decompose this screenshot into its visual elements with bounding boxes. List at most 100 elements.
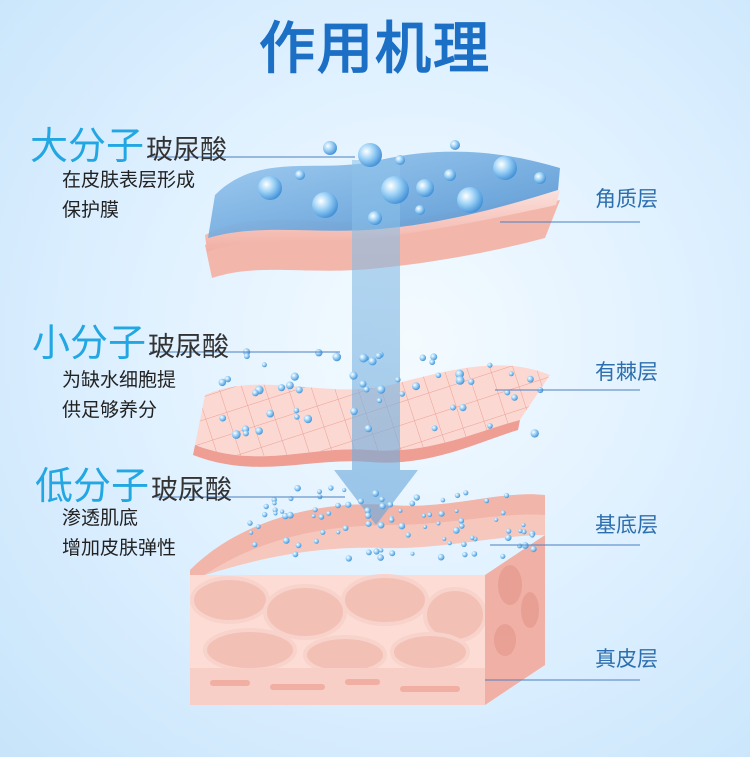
- molecule-dot: [530, 429, 539, 438]
- molecule-dot: [470, 535, 475, 541]
- molecule-name-label: 玻尿酸: [148, 332, 230, 363]
- molecule-dot: [219, 414, 227, 422]
- large-molecules: [258, 140, 546, 225]
- molecule-dot: [345, 501, 352, 508]
- molecule-dot: [247, 520, 253, 526]
- molecule-dot: [405, 532, 411, 538]
- molecule-dot: [286, 511, 294, 519]
- heading-large-molecule: 大分子玻尿酸: [30, 115, 227, 170]
- molecule-dot: [454, 492, 461, 499]
- molecule-dot: [365, 520, 372, 527]
- molecule-dot: [504, 492, 510, 499]
- molecule-dot: [398, 522, 406, 530]
- molecule-dot: [294, 484, 301, 492]
- desc-line: 渗透肌底: [62, 507, 139, 529]
- molecule-dot: [255, 524, 261, 530]
- molecule-dot: [311, 514, 316, 519]
- molecule-dot: [317, 489, 322, 495]
- molecule-dot: [318, 514, 325, 520]
- molecule-dot: [372, 489, 379, 497]
- molecule-dot: [295, 386, 303, 394]
- page-title: 作用机理: [259, 17, 491, 82]
- molecule-dot: [249, 530, 254, 535]
- molecule-dot: [487, 362, 493, 368]
- molecule-dot: [429, 359, 436, 366]
- molecule-dot: [447, 541, 452, 546]
- molecule-dot: [283, 537, 290, 544]
- molecule-dot: [517, 543, 523, 549]
- molecule-dot: [530, 533, 535, 538]
- molecule-dot: [312, 507, 318, 513]
- molecule-dot: [261, 362, 267, 368]
- molecule-dot: [364, 424, 372, 433]
- molecule-dot: [436, 521, 441, 526]
- label-dermis: 真皮层: [595, 647, 658, 671]
- molecule-dot: [379, 496, 385, 502]
- molecule-dot: [252, 389, 259, 397]
- molecule-dot: [504, 534, 512, 541]
- molecule-dot: [294, 414, 300, 420]
- molecule-dot: [521, 522, 526, 528]
- molecule-dot: [459, 404, 467, 412]
- heading-low-molecule: 低分子玻尿酸: [35, 455, 232, 510]
- molecule-dot: [435, 372, 442, 379]
- molecule-dot: [494, 517, 499, 522]
- molecule-dot: [375, 352, 382, 359]
- molecule-dot: [484, 498, 490, 504]
- molecule-dot: [518, 528, 523, 534]
- molecule-dot: [349, 371, 358, 380]
- molecule-dot: [521, 529, 527, 535]
- molecule-dot: [263, 503, 269, 510]
- molecule-dot: [368, 357, 377, 366]
- molecule-dot: [336, 530, 341, 535]
- molecule-dot: [277, 384, 286, 392]
- molecule-dot: [350, 407, 358, 416]
- molecule-dot: [359, 380, 367, 388]
- molecule-dot: [462, 551, 468, 558]
- molecule-dot: [358, 353, 368, 363]
- molecule-dot: [410, 551, 415, 556]
- molecule-dot: [395, 376, 401, 383]
- molecule-dot: [450, 404, 456, 411]
- molecule-dot: [345, 555, 352, 562]
- molecule-dot: [282, 512, 289, 520]
- molecule-dot: [530, 546, 537, 553]
- molecule-dot: [252, 542, 258, 548]
- desc-large-molecule: 在皮肤表层形成 保护膜: [62, 165, 195, 225]
- molecule-dot: [273, 511, 278, 516]
- label-stratum-basale: 基底层: [595, 513, 658, 537]
- molecule-dot: [379, 502, 386, 510]
- molecule-dot: [290, 372, 299, 381]
- molecule-dot: [218, 378, 226, 387]
- molecule-name-label: 玻尿酸: [146, 135, 228, 166]
- molecule-dot: [454, 509, 459, 513]
- molecule-dot: [376, 397, 383, 404]
- molecule-dot: [419, 354, 427, 362]
- molecule-dot: [431, 425, 438, 432]
- molecule-dot: [527, 375, 534, 383]
- molecule-dot: [364, 507, 371, 514]
- molecule-dot: [364, 512, 372, 519]
- desc-line: 增加皮肤弹性: [62, 537, 177, 559]
- molecule-dot: [244, 353, 250, 360]
- molecule-dot: [379, 548, 384, 553]
- molecule-dot: [461, 541, 467, 548]
- molecule-dot: [271, 497, 277, 503]
- molecule-dot: [292, 551, 299, 558]
- molecule-dot: [398, 508, 403, 513]
- molecule-dot: [332, 352, 342, 362]
- molecule-dot: [272, 507, 278, 513]
- molecule-dot: [437, 553, 445, 561]
- molecule-dot: [373, 548, 380, 555]
- desc-small-molecule: 为缺水细胞提 供足够养分: [62, 365, 176, 425]
- molecule-dot: [326, 510, 332, 516]
- molecule-dot: [377, 521, 385, 529]
- molecule-size-label: 低分子: [35, 464, 150, 508]
- molecule-dot: [506, 528, 512, 534]
- molecule-dot: [255, 427, 263, 435]
- molecule-dot: [376, 385, 386, 394]
- molecule-size-label: 小分子: [32, 321, 147, 365]
- molecule-dot: [279, 509, 285, 514]
- molecule-dot: [500, 553, 506, 559]
